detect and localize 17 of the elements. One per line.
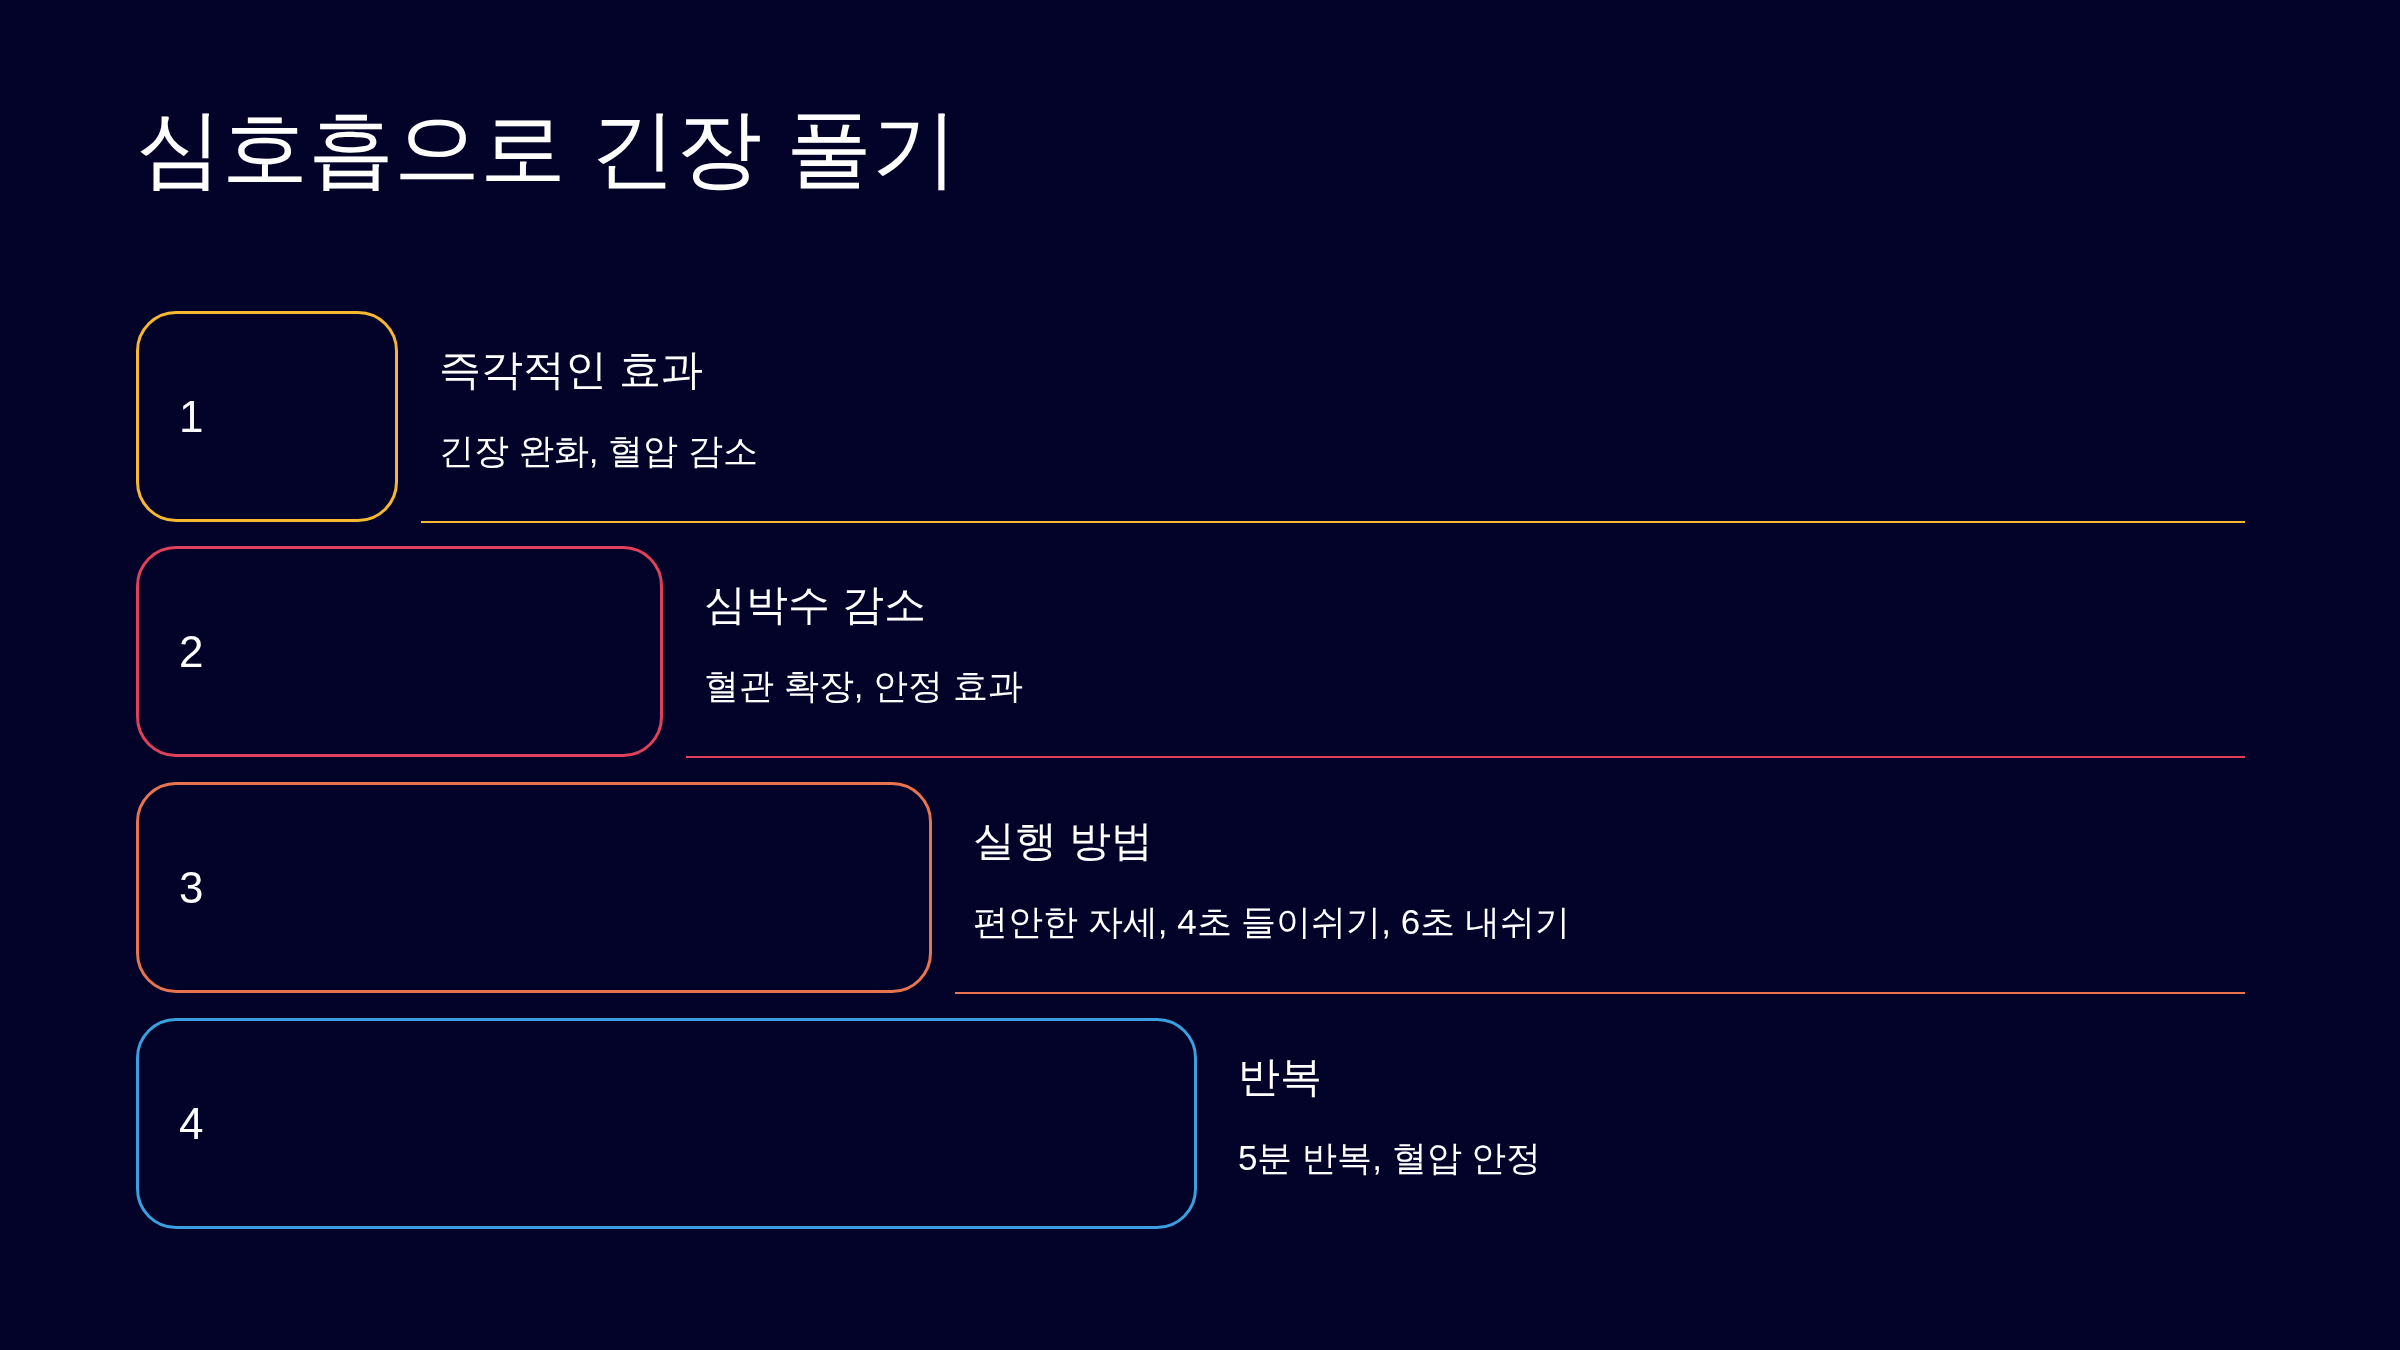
step-heading: 심박수 감소 — [704, 584, 926, 626]
step-description: 5분 반복, 혈압 안정 — [1238, 1140, 1542, 1175]
step-heading: 반복 — [1238, 1056, 1322, 1098]
step-heading: 즉각적인 효과 — [439, 349, 703, 391]
step-number: 1 — [179, 394, 204, 439]
step-number: 4 — [179, 1101, 204, 1146]
step-box — [136, 782, 932, 993]
step-description: 혈관 확장, 안정 효과 — [704, 668, 1023, 703]
step-description: 편안한 자세, 4초 들이쉬기, 6초 내쉬기 — [973, 904, 1570, 939]
step-box — [136, 311, 398, 522]
step-heading: 실행 방법 — [973, 820, 1153, 862]
step-box — [136, 546, 663, 757]
step-number: 2 — [179, 629, 204, 674]
slide-title: 심호흡으로 긴장 풀기 — [136, 105, 958, 191]
step-description: 긴장 완화, 혈압 감소 — [439, 433, 758, 468]
step-number: 3 — [179, 865, 204, 910]
step-box — [136, 1018, 1197, 1229]
